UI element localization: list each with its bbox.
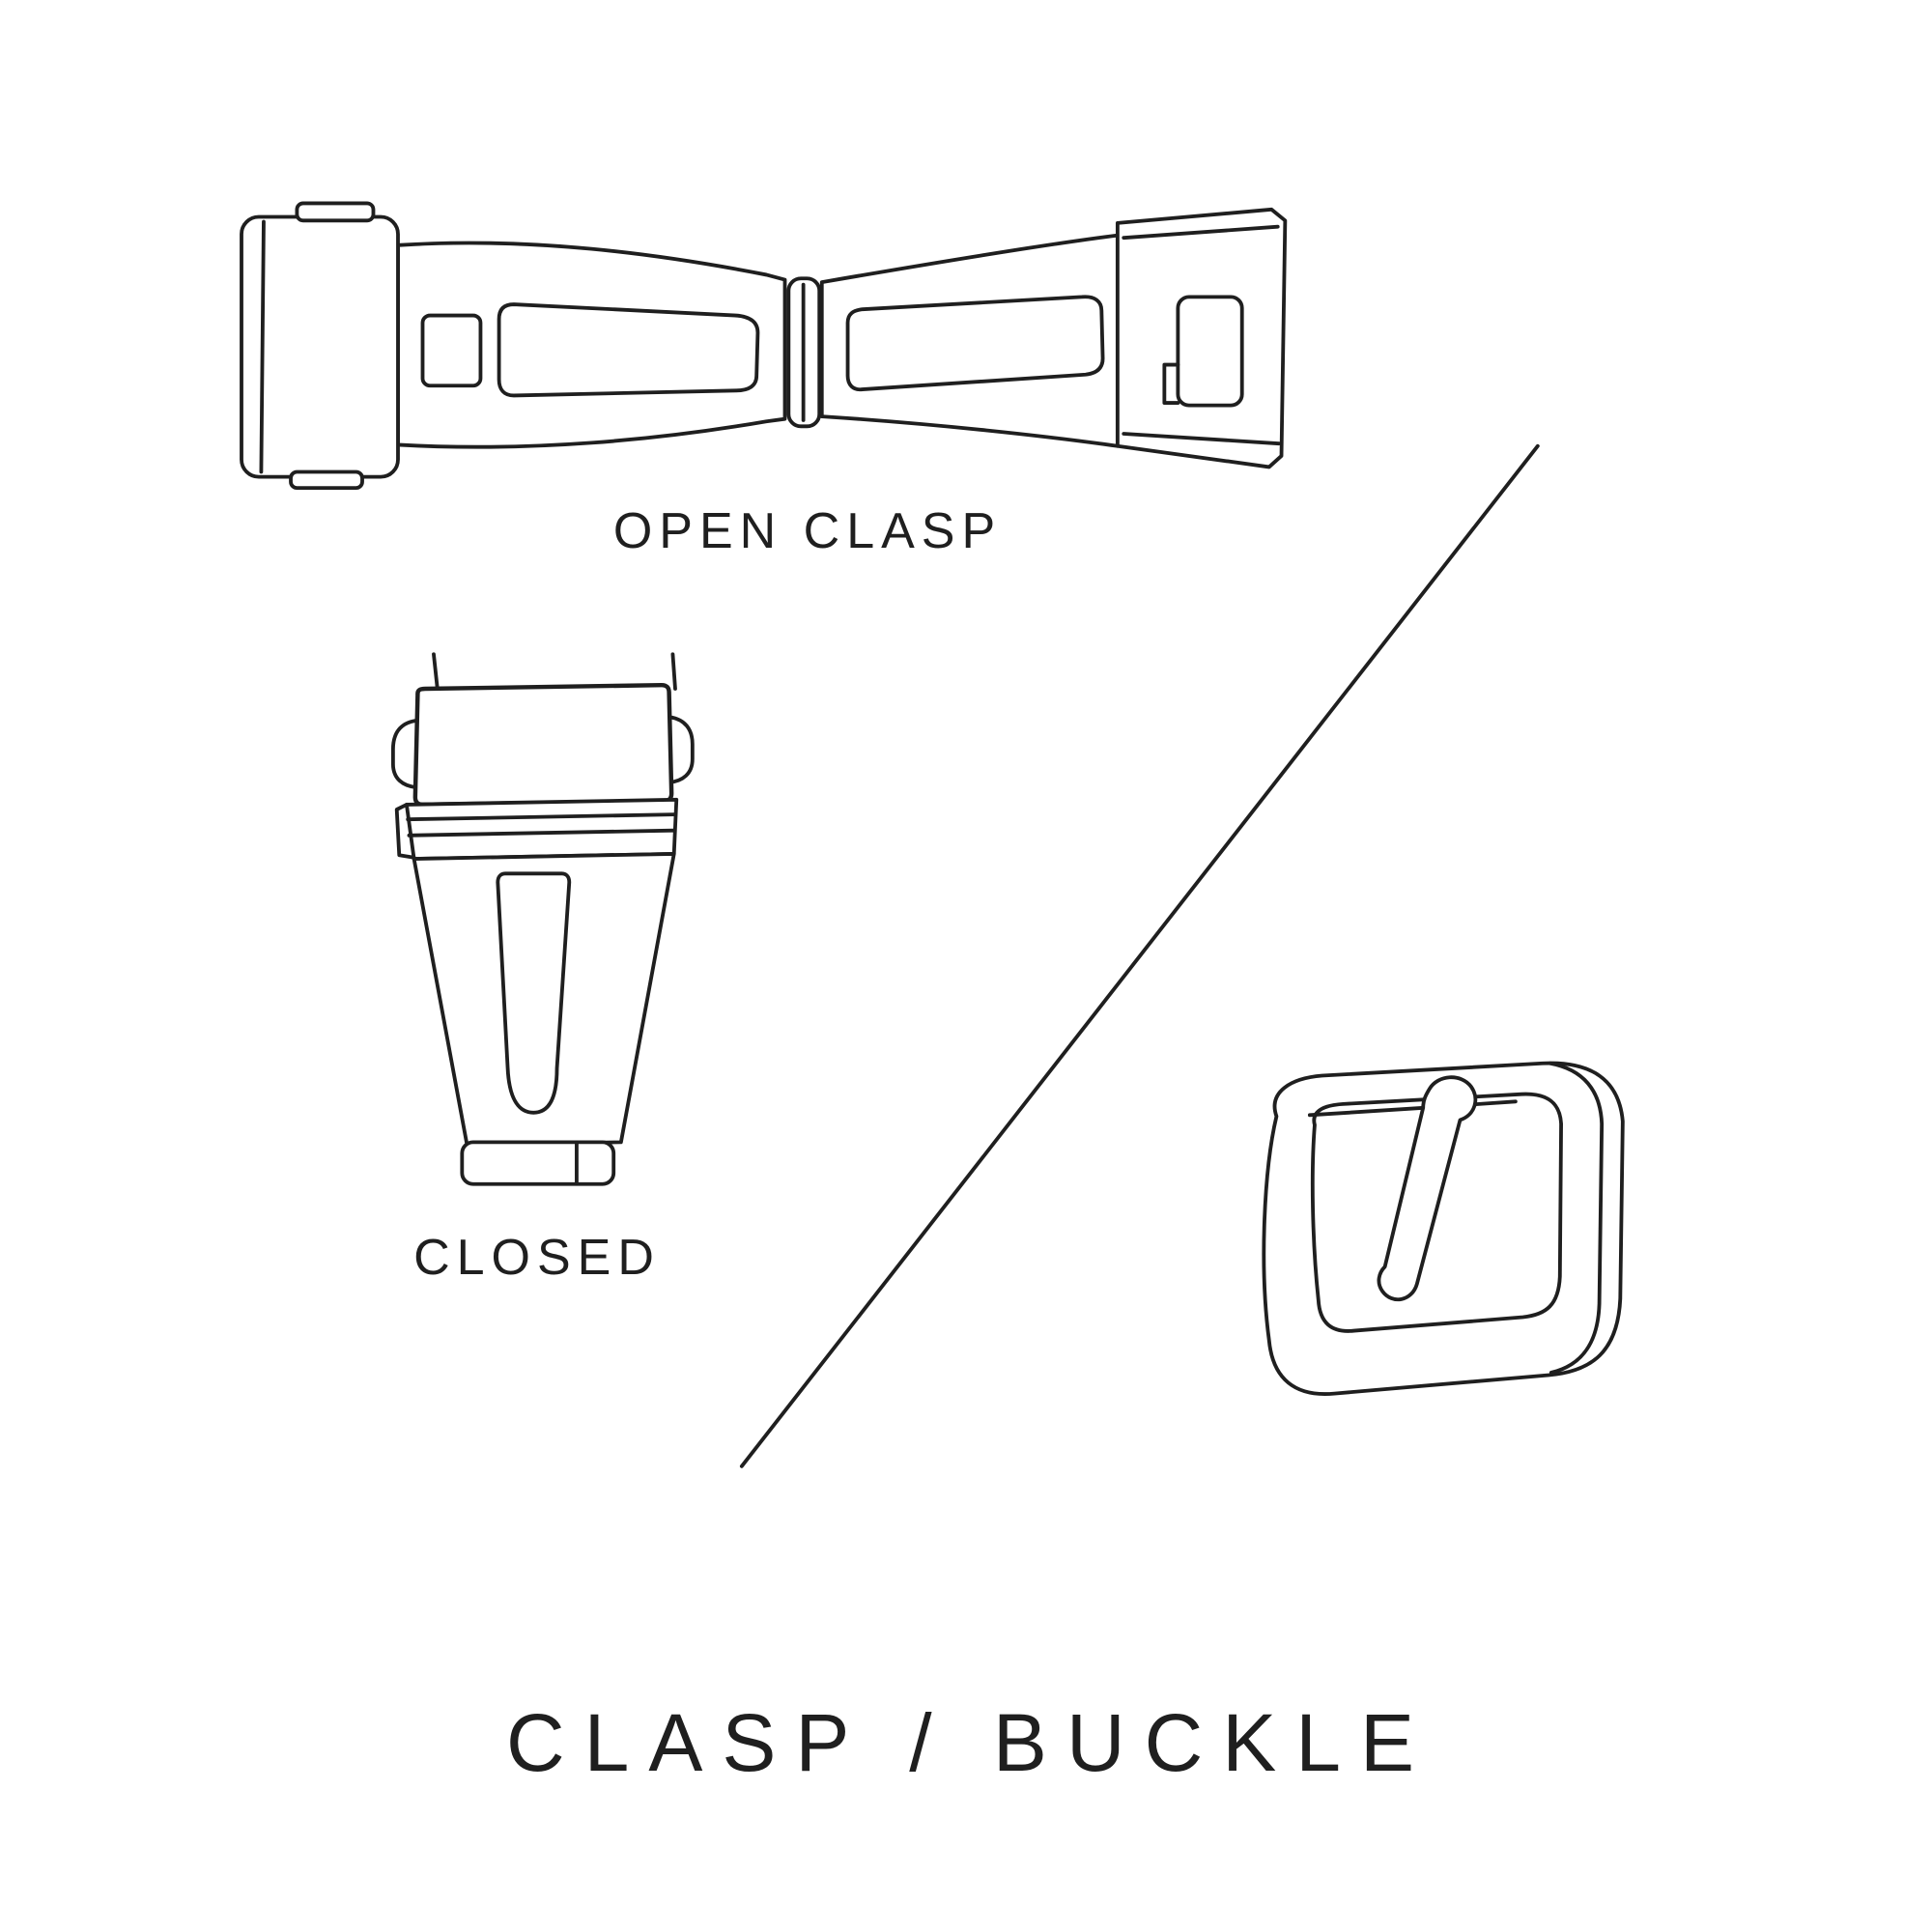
- closed-clasp-illustration: [390, 652, 695, 1186]
- diagonal-divider: [739, 443, 1540, 1468]
- open-clasp-illustration: [240, 201, 1288, 491]
- tang-buckle-illustration: [1262, 1061, 1625, 1396]
- open-clasp-label: OPEN CLASP: [612, 503, 1003, 559]
- closed-clasp-label: CLOSED: [413, 1230, 661, 1286]
- page-title: CLASP / BUCKLE: [505, 1697, 1435, 1788]
